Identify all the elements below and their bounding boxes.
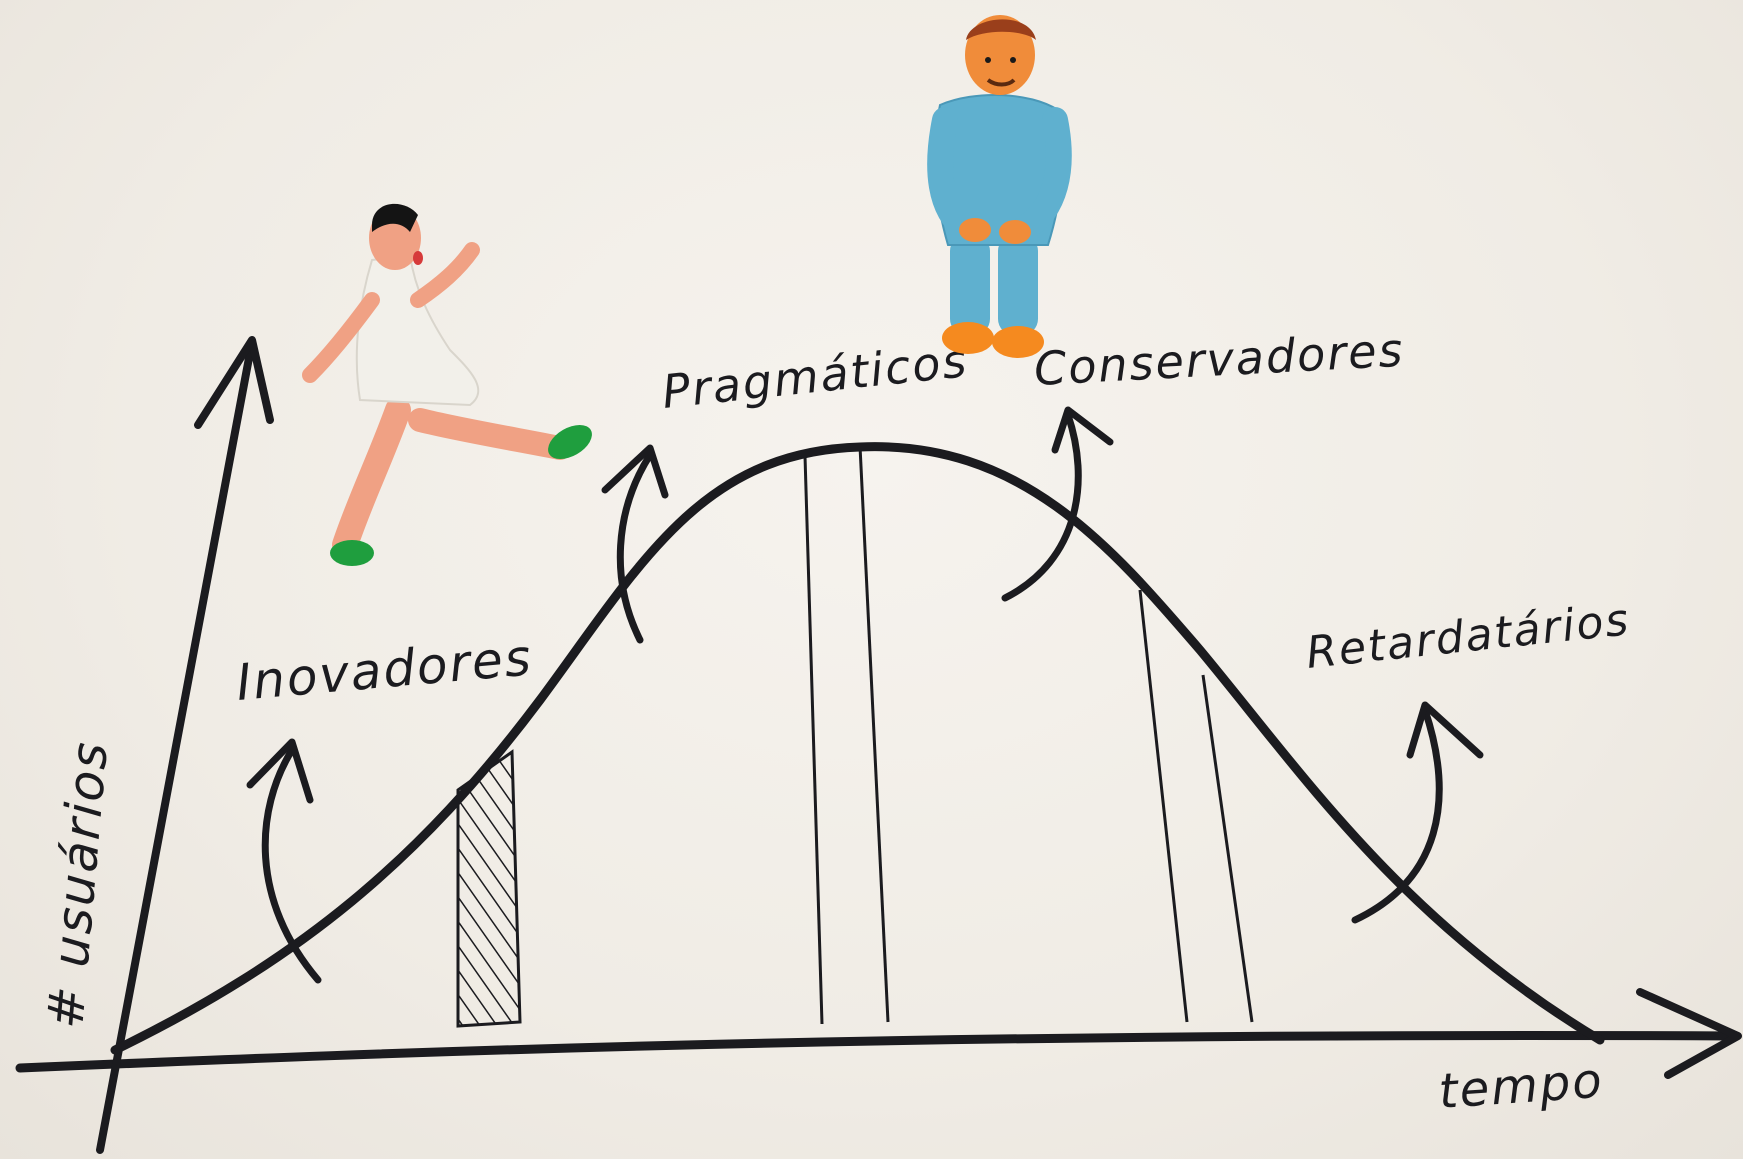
early-adopters-arrow	[616, 451, 654, 644]
conservatives-arrow	[1001, 411, 1082, 602]
x-axis-label: tempo	[1437, 1053, 1605, 1120]
y-axis-line	[96, 338, 256, 1154]
x-axis-arrowhead	[1636, 988, 1742, 1079]
segment-divider-1	[803, 455, 824, 1025]
laggards-arrowhead	[1406, 701, 1484, 759]
innovators-label: Inovadores	[234, 628, 535, 712]
conservatives-arrowhead	[1051, 406, 1114, 454]
x-axis-line	[15, 1030, 1740, 1073]
pragmatists-label: Pragmáticos	[660, 333, 971, 419]
innovators-arrow	[261, 746, 322, 984]
y-axis-arrowhead	[194, 336, 274, 429]
segment-divider-3	[1138, 589, 1189, 1023]
laggards-label: Retardatários	[1304, 594, 1633, 679]
adoption-bell-curve	[110, 442, 1605, 1055]
segment-divider-2	[858, 445, 890, 1023]
laggards-arrow	[1351, 706, 1443, 924]
segment-divider-4	[1201, 674, 1254, 1023]
clay-figure-standing	[927, 15, 1072, 358]
innovators-arrowhead	[246, 738, 314, 804]
clay-figure-running	[302, 203, 592, 566]
early-adopters-arrowhead	[601, 444, 669, 499]
y-axis-label: # usuários	[36, 738, 119, 1031]
conservatives-label: Conservadores	[1033, 323, 1406, 396]
